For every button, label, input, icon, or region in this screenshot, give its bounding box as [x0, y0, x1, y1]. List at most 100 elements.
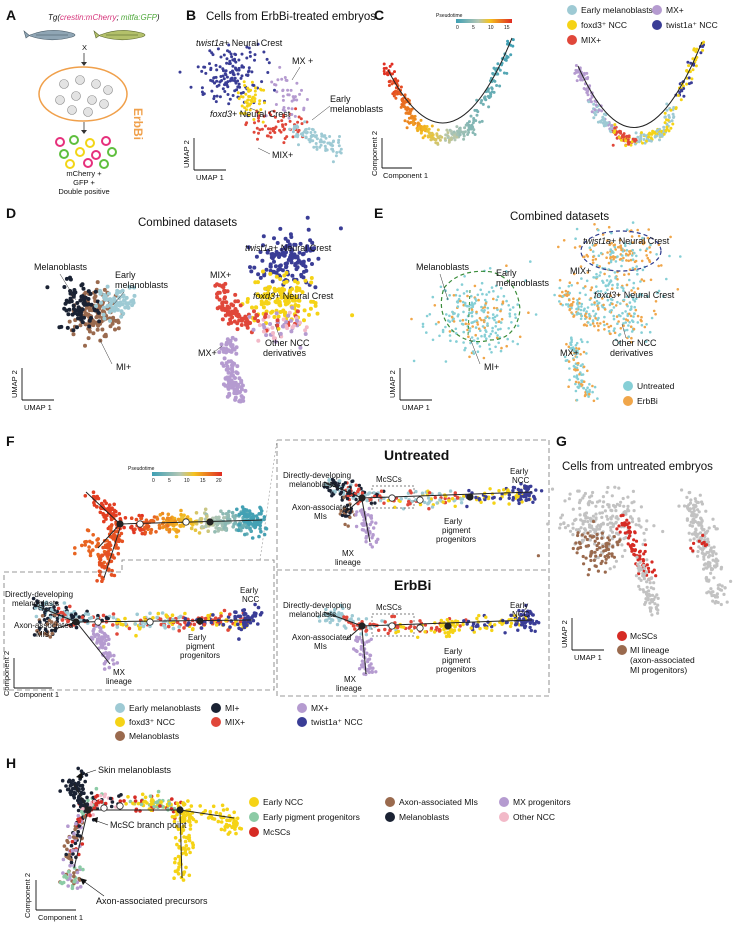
cell-dot — [355, 649, 359, 654]
cell-dot — [505, 264, 508, 268]
cell-dot — [603, 119, 606, 123]
cell-dot — [563, 499, 567, 503]
cell-dot — [573, 518, 577, 523]
cell-dot — [471, 121, 475, 125]
cell-dot — [149, 527, 154, 532]
cell-dot — [102, 287, 107, 292]
cell-dot — [495, 314, 499, 317]
cell-dot — [441, 328, 445, 332]
cell-dot — [601, 279, 604, 283]
cell-dot — [428, 491, 432, 495]
trajectory-node — [94, 618, 102, 626]
cell-dot — [113, 327, 117, 332]
cell-dot — [643, 543, 648, 547]
cell-dot — [578, 513, 582, 517]
cell-dot — [333, 490, 337, 494]
cell-dot — [220, 317, 225, 322]
cell-dot — [370, 520, 374, 524]
legend-swatch — [623, 381, 633, 391]
cell-dot — [227, 391, 232, 396]
cell-dot — [588, 382, 591, 386]
cell-dot — [250, 80, 254, 84]
cell-dot — [221, 87, 225, 91]
legend-label: twist1a⁺ NCC — [311, 717, 363, 727]
cell-dot — [462, 310, 465, 314]
cell-dot — [516, 498, 521, 502]
cell-dot — [288, 244, 292, 249]
cell-dot — [451, 630, 455, 635]
cell-dot — [719, 602, 723, 607]
cell-dot — [437, 629, 442, 633]
cell-dot — [620, 248, 623, 252]
cell-dot — [285, 261, 289, 266]
cell-dot — [445, 128, 449, 132]
cell-dot — [463, 348, 466, 352]
cell-dot — [254, 86, 257, 90]
cell-dot — [414, 489, 418, 494]
cell-dot — [331, 144, 335, 148]
cell-dot — [507, 502, 511, 506]
double-positive-label: Double positive — [58, 187, 109, 196]
cell-dot — [496, 328, 500, 331]
cell-dot — [362, 672, 366, 676]
cell-dot — [90, 321, 95, 326]
cell-dot — [464, 346, 467, 350]
cell-dot — [68, 604, 72, 609]
cell-dot — [601, 544, 605, 549]
cell-dot — [522, 624, 527, 628]
cell-dot — [508, 315, 512, 318]
cell-dot — [151, 519, 156, 523]
cell-dot — [665, 108, 669, 112]
cell-dot — [584, 285, 587, 288]
cell-dot — [603, 308, 607, 311]
cell-dot — [653, 602, 657, 606]
cell-dot — [215, 94, 219, 98]
cell-dot — [262, 301, 267, 306]
cell-dot — [498, 84, 502, 88]
cell-dot — [257, 131, 260, 135]
cell-dot — [248, 521, 253, 525]
cell-dot — [278, 331, 283, 336]
cell-dot — [631, 221, 635, 224]
cell-dot — [595, 536, 599, 541]
cell-dot — [116, 320, 121, 325]
cell-dot — [496, 72, 500, 76]
cell-dot — [428, 135, 432, 139]
cell-dot — [605, 514, 609, 519]
cell-dot — [506, 39, 510, 43]
cell-dot — [111, 615, 116, 620]
cell-dot — [296, 120, 300, 124]
cell-dot — [594, 504, 598, 508]
cell-dot — [311, 133, 315, 137]
cell-dot — [100, 579, 104, 583]
legend-swatch — [115, 717, 125, 727]
cell-dot — [331, 147, 335, 151]
cell-dot — [257, 512, 262, 516]
cell-dot — [627, 253, 630, 257]
cell-dot — [691, 57, 695, 61]
cell-dot — [275, 323, 280, 328]
cell-dot — [221, 74, 225, 78]
cell-dot — [568, 281, 572, 285]
cell-dot — [283, 76, 287, 79]
cell-dot — [279, 289, 284, 294]
cell-dot — [242, 523, 246, 528]
cell-dot — [613, 485, 617, 489]
sorted-cells — [55, 135, 117, 169]
cell-dot — [595, 272, 598, 276]
cell-dot — [460, 283, 464, 286]
cell-dot — [125, 303, 130, 308]
cell-dot — [446, 136, 450, 139]
cell-dot — [626, 542, 630, 546]
cell-dot — [475, 616, 479, 621]
cell-dot — [298, 92, 302, 96]
cell-dot — [278, 263, 283, 268]
cell-dot — [293, 279, 298, 284]
cell-dot — [592, 255, 595, 259]
cell-dot — [616, 278, 619, 281]
cell-dot — [260, 80, 264, 84]
cell-dot — [565, 294, 569, 298]
cell-dot — [533, 629, 537, 633]
cell-dot — [388, 64, 392, 68]
